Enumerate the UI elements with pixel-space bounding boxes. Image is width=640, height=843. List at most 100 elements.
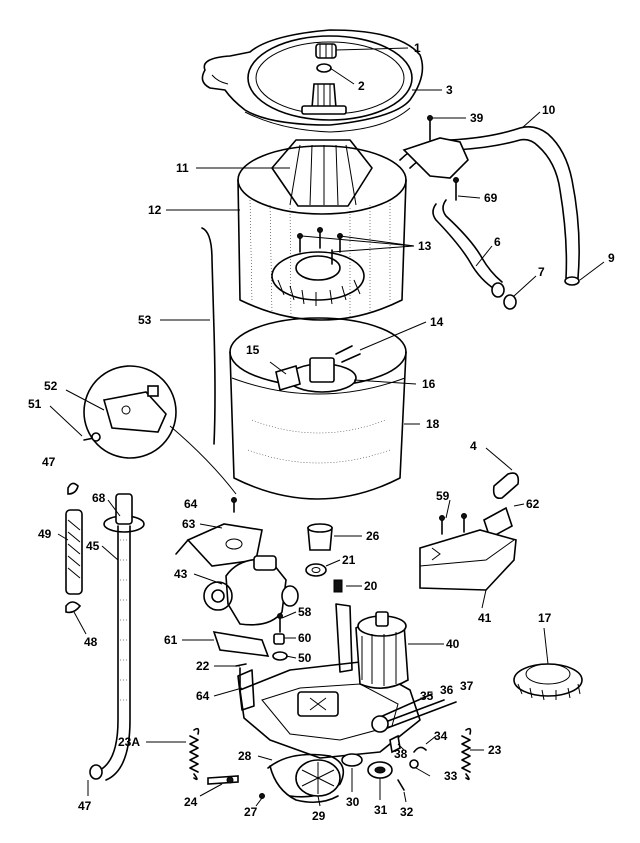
tube-part-53 <box>201 227 216 445</box>
callout-61: 61 <box>164 633 178 647</box>
callout-33: 33 <box>444 769 458 783</box>
callout-38: 38 <box>394 747 408 761</box>
callout-47-bottom: 47 <box>78 799 92 813</box>
callout-28: 28 <box>238 749 252 763</box>
callout-12: 12 <box>148 203 162 217</box>
callout-27: 27 <box>244 805 258 819</box>
callout-20: 20 <box>364 579 378 593</box>
callout-18: 18 <box>426 417 440 431</box>
callout-37: 37 <box>460 679 474 693</box>
leader-lines <box>49 47 605 807</box>
callout-34: 34 <box>434 729 448 743</box>
callout-36: 36 <box>440 683 454 697</box>
tub-hub-part-16 <box>287 357 357 393</box>
agitator-cap-part-1 <box>315 43 337 59</box>
siphon-break-part-39 <box>402 115 469 179</box>
standpipe-part-45 <box>89 525 131 781</box>
callout-3: 3 <box>446 83 453 97</box>
callout-23A: 23A <box>118 735 140 749</box>
callout-17: 17 <box>538 611 552 625</box>
balance-ring-part-3 <box>201 29 424 133</box>
callout-48: 48 <box>84 635 98 649</box>
callout-58: 58 <box>298 605 312 619</box>
callout-32: 32 <box>400 805 414 819</box>
gearcase-base-part-22 <box>235 661 421 759</box>
callout-51: 51 <box>28 397 42 411</box>
bracket-part-15 <box>275 364 301 392</box>
clip-part-34 <box>413 746 427 753</box>
pin-part-33 <box>409 759 419 769</box>
screws-part-59 <box>439 513 467 535</box>
callout-6: 6 <box>494 235 501 249</box>
callout-2: 2 <box>358 79 365 93</box>
callout-10: 10 <box>542 103 556 117</box>
spin-basket-part-12 <box>237 145 407 321</box>
callout-68: 68 <box>92 491 106 505</box>
belt-part-29 <box>269 765 339 804</box>
snubber-ring-part-17 <box>513 663 583 701</box>
callout-15: 15 <box>246 343 260 357</box>
callout-45: 45 <box>86 539 100 553</box>
callout-62: 62 <box>526 497 540 511</box>
callout-23: 23 <box>488 743 502 757</box>
callout-47-top: 47 <box>42 455 56 469</box>
callout-35: 35 <box>420 689 434 703</box>
pin-part-32 <box>397 779 405 791</box>
callout-31: 31 <box>374 803 388 817</box>
basket-hub-part-13 <box>271 227 365 306</box>
pulley-part-31 <box>367 761 393 779</box>
callout-53: 53 <box>138 313 152 327</box>
part-38 <box>389 734 401 754</box>
callout-22: 22 <box>196 659 210 673</box>
callout-14: 14 <box>430 315 444 329</box>
washer-part-50 <box>272 651 288 661</box>
callout-63: 63 <box>182 517 196 531</box>
screws-part-14 <box>335 345 361 363</box>
console-part-41 <box>419 529 517 591</box>
mounting-bracket-part-64 <box>237 669 255 711</box>
screw-part-58 <box>277 613 283 633</box>
bolt-part-20 <box>333 579 343 593</box>
clip-part-48 <box>65 601 82 614</box>
detail-callout-circle <box>83 365 237 495</box>
callout-16: 16 <box>422 377 436 391</box>
screw-part-27 <box>259 793 265 799</box>
strap-part-61 <box>212 630 270 657</box>
washer-part-21 <box>305 563 327 577</box>
grommet-part-68 <box>103 493 145 533</box>
callout-40: 40 <box>446 637 460 651</box>
cam-part-24 <box>207 775 239 785</box>
callout-43: 43 <box>174 567 188 581</box>
callout-64-bottom: 64 <box>196 689 210 703</box>
washer-part-2 <box>316 63 332 73</box>
callout-50: 50 <box>298 651 312 665</box>
spacer-part-60 <box>273 633 285 645</box>
bracket-part-63 <box>175 523 263 567</box>
callout-52: 52 <box>44 379 58 393</box>
motor-part-40 <box>335 603 409 689</box>
callout-24: 24 <box>184 795 198 809</box>
callout-13: 13 <box>418 239 432 253</box>
agitator-shaft-top <box>301 83 347 115</box>
spring-part-23 <box>461 727 472 781</box>
callout-39: 39 <box>470 111 484 125</box>
pump-part-43 <box>203 555 299 626</box>
agitator-part-11 <box>271 139 373 207</box>
callout-labels: 1 2 3 39 10 11 69 12 13 6 9 7 53 14 15 1… <box>28 41 615 823</box>
callout-26: 26 <box>366 529 380 543</box>
callout-29: 29 <box>312 809 326 823</box>
callout-59: 59 <box>436 489 450 503</box>
screw-part-64-top <box>231 497 237 513</box>
callout-69: 69 <box>484 191 498 205</box>
callout-4: 4 <box>470 439 477 453</box>
screw-part-69 <box>453 177 459 201</box>
callout-9: 9 <box>608 251 615 265</box>
bearing-cup-part-26 <box>307 523 333 551</box>
pulley-part-30 <box>341 753 363 767</box>
knob-part-4 <box>492 472 520 500</box>
pulley-part-28 <box>267 753 345 798</box>
callout-49: 49 <box>38 527 52 541</box>
callout-64-top: 64 <box>184 497 198 511</box>
callout-11: 11 <box>176 161 189 175</box>
